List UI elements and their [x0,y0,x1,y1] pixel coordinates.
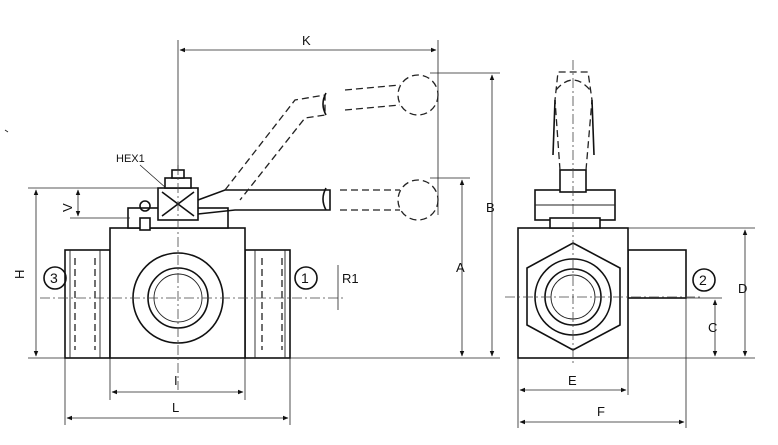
dim-H: H [12,270,27,279]
port-2-label: 2 [699,272,707,288]
dim-B: B [486,200,495,215]
handle-knob-upper [397,74,439,116]
port-3-boss [64,249,111,359]
side-view [505,60,700,365]
dim-L: L [172,400,179,415]
dim-D: D [738,281,747,296]
side-handle [554,71,593,171]
dim-K: K [302,33,311,48]
port-1-label: 1 [301,270,309,286]
handle-knob-lower [397,179,439,221]
dim-C: C [708,320,717,335]
dim-F: F [597,404,605,419]
port-1-boss [244,249,291,359]
port-3-marker [43,266,67,290]
dim-R1: R1 [342,271,359,286]
valve-body [109,227,246,359]
label-HEX1: HEX1 [116,153,145,165]
dim-V: V [60,203,75,212]
pin [139,200,151,212]
dim-E: E [568,373,577,388]
dim-A: A [456,260,465,275]
port-2-marker [692,268,716,292]
handle-upper [224,94,326,201]
port-3-label: 3 [50,270,58,286]
dim-I: I [174,373,178,388]
front-view [40,74,439,390]
port-1-marker [294,266,318,290]
port-2-boss [627,249,687,299]
handle-lower [197,189,331,215]
